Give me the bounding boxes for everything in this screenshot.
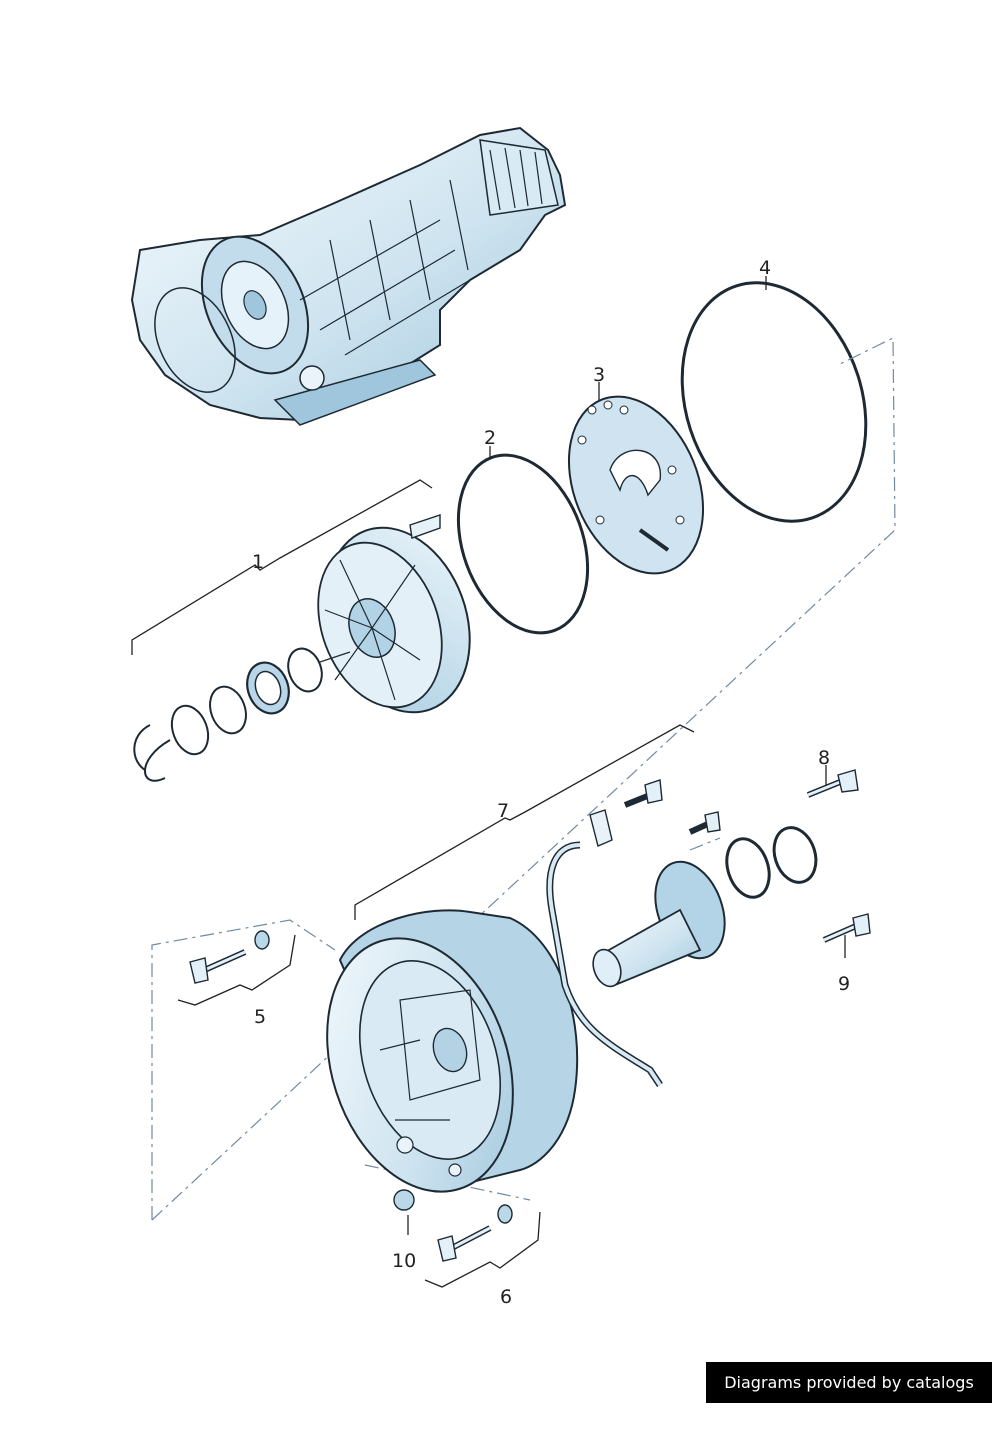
pump-housing (317, 514, 471, 714)
callout-2: 2 (484, 427, 496, 449)
transmission-assembly (130, 126, 567, 426)
exploded-parts-diagram: 1 2 3 4 5 6 7 8 9 10 (130, 126, 896, 1308)
callout-6: 6 (500, 1286, 512, 1308)
bolt-5 (189, 930, 270, 984)
credit-footer: Diagrams provided by catalogs parts (706, 1362, 992, 1433)
callout-1: 1 (252, 551, 264, 573)
stator-shaft (592, 860, 726, 988)
leader-lines (131, 276, 846, 1288)
callout-7: 7 (497, 800, 509, 822)
o-ring-large (680, 281, 868, 523)
o-ring-small (456, 453, 590, 635)
plug-10 (393, 1189, 415, 1211)
tube-bracket (589, 809, 613, 847)
bolt-8 (806, 769, 859, 798)
intermediate-plate (567, 395, 705, 575)
bolt-6 (437, 1204, 513, 1262)
bolt-7a (623, 779, 663, 808)
bolt-7b (688, 811, 721, 835)
callout-9: 9 (838, 973, 850, 995)
callout-4: 4 (759, 257, 771, 279)
callout-8: 8 (818, 747, 830, 769)
sealing-ring-a (725, 837, 771, 899)
pump-cover-housing (326, 909, 579, 1193)
callout-5: 5 (254, 1006, 266, 1028)
bolt-9 (822, 913, 871, 943)
callout-3: 3 (593, 364, 605, 386)
pump-rings (133, 647, 351, 782)
sealing-ring-b (772, 826, 818, 884)
callout-10: 10 (392, 1250, 416, 1272)
